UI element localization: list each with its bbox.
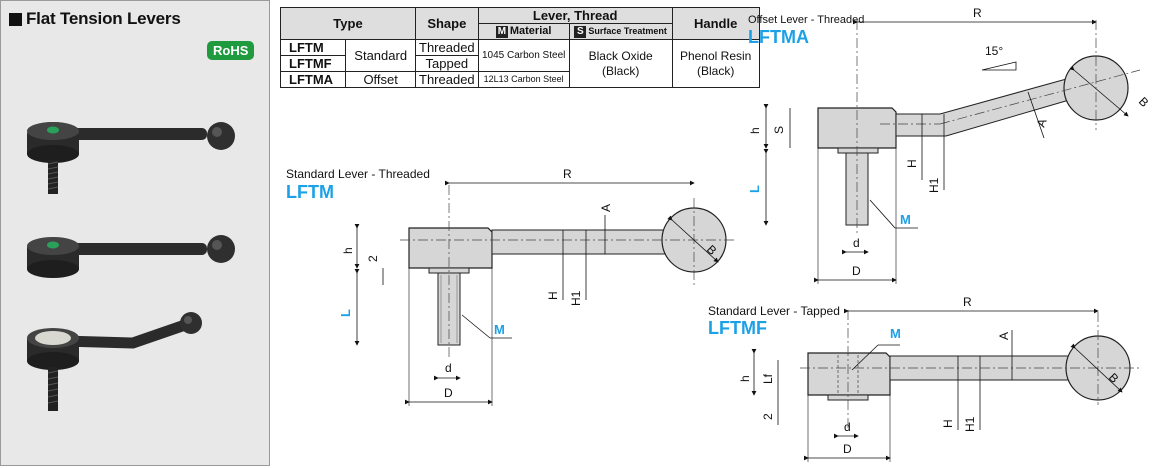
title-square-icon — [9, 12, 22, 26]
lftmf-dim-d: d — [844, 420, 851, 434]
row-material: 12L13 Carbon Steel — [477, 71, 570, 88]
lftmf-dim-h: h — [738, 375, 752, 382]
row-type-offset: Offset — [345, 71, 416, 88]
material-mark: M — [495, 26, 508, 38]
lftm-hub — [408, 227, 493, 269]
product-panel: Flat Tension Levers RoHS — [0, 0, 270, 466]
lftma-dim-h: h — [748, 127, 762, 134]
lftmf-dim-d-outer: D — [843, 442, 852, 456]
lftmf-dim-a: A — [997, 332, 1011, 340]
lftmf-product-photo — [27, 235, 235, 278]
lftma-drawing: Offset Lever - Threaded LFTMA R 15° A B … — [747, 6, 1151, 284]
lftma-dim-d: d — [853, 236, 860, 250]
row-code: LFTMA — [279, 71, 347, 88]
lftmf-dim-2: 2 — [761, 413, 775, 420]
table-header-row: Type Shape Lever, Thread Handle — [280, 7, 760, 40]
table-row: LFTMF Tapped — [279, 55, 760, 72]
lftma-dim-angle: 15° — [985, 44, 1003, 58]
lftma-dim-h-lower: H — [905, 159, 919, 168]
lftm-lever-arm — [491, 229, 673, 255]
lftma-angle-icon — [981, 61, 1017, 71]
product-title: Flat Tension Levers — [26, 9, 181, 28]
lftm-dim-m: M — [494, 322, 505, 337]
lftmf-dim-lf: Lf — [761, 373, 775, 384]
header-material-label: Material — [509, 25, 552, 37]
lftmf-hub — [807, 352, 891, 396]
lftma-dim-b: B — [1136, 94, 1152, 110]
lftmf-code: LFTMF — [708, 318, 767, 338]
row-type-standard: Standard — [345, 39, 416, 72]
lftm-drawing: Standard Lever - Threaded LFTM R A B — [286, 167, 736, 406]
lftma-code: LFTMA — [748, 27, 809, 47]
lftma-product-photo — [27, 312, 202, 411]
lftm-dim-l: L — [338, 309, 353, 317]
lftm-code: LFTM — [286, 182, 334, 202]
lftma-dim-a: A — [1034, 117, 1050, 129]
lftm-dim-a: A — [599, 204, 613, 212]
lftm-product-photo — [27, 122, 235, 194]
lftma-caption: Offset Lever - Threaded — [748, 14, 864, 26]
lftm-dim-h1: H1 — [569, 290, 583, 306]
rohs-badge: RoHS — [207, 41, 255, 60]
lftmf-drawing: Standard Lever - Tapped LFTMF R A B h Lf… — [708, 295, 1140, 462]
header-type: Type — [280, 7, 416, 40]
lftmf-dim-m: M — [890, 326, 901, 341]
row-material: 1045 Carbon Steel — [477, 39, 570, 72]
lftmf-caption: Standard Lever - Tapped — [708, 304, 840, 318]
header-handle: Handle — [671, 7, 760, 40]
lftm-dim-r: R — [563, 167, 572, 181]
row-shape: Threaded — [415, 71, 479, 88]
lftmf-dim-r: R — [963, 295, 972, 309]
section-title: Flat Tension Levers — [9, 9, 181, 29]
header-lever-thread: Lever, Thread — [477, 7, 673, 24]
lftma-dim-m: M — [900, 212, 911, 227]
row-surface: Black Oxide (Black) — [568, 39, 673, 88]
lftma-dim-s: S — [772, 126, 786, 134]
lftm-caption: Standard Lever - Threaded — [286, 167, 430, 181]
lftma-collar — [837, 147, 879, 154]
lftm-dim-2: 2 — [366, 255, 380, 262]
table-row: LFTM Standard Threaded 1045 Carbon Steel… — [279, 39, 760, 88]
row-shape: Tapped — [415, 55, 479, 72]
lftma-dim-h1: H1 — [927, 177, 941, 193]
row-handle: Phenol Resin (Black) — [671, 39, 760, 88]
lftmf-dim-h1: H1 — [963, 416, 977, 432]
surface-mark: S — [574, 26, 587, 38]
table-row: LFTMA Offset Threaded 12L13 Carbon Steel — [279, 71, 760, 88]
row-code: LFTM — [279, 39, 347, 56]
lftm-dim-h-lower: H — [546, 291, 560, 300]
lftm-dim-d-outer: D — [444, 386, 453, 400]
row-code: LFTMF — [279, 55, 347, 72]
lftma-dim-l: L — [747, 185, 762, 193]
lftm-dim-h: h — [341, 247, 355, 254]
lftm-dim-d: d — [445, 361, 452, 375]
lftma-lever-arm — [895, 77, 1077, 137]
lftma-dim-r: R — [973, 6, 982, 20]
lftma-dim-d-outer: D — [852, 264, 861, 278]
lftmf-dim-h-lower: H — [941, 419, 955, 428]
header-surface-label: Surface Treatment — [588, 26, 667, 36]
lftm-thread-stud — [437, 272, 461, 346]
